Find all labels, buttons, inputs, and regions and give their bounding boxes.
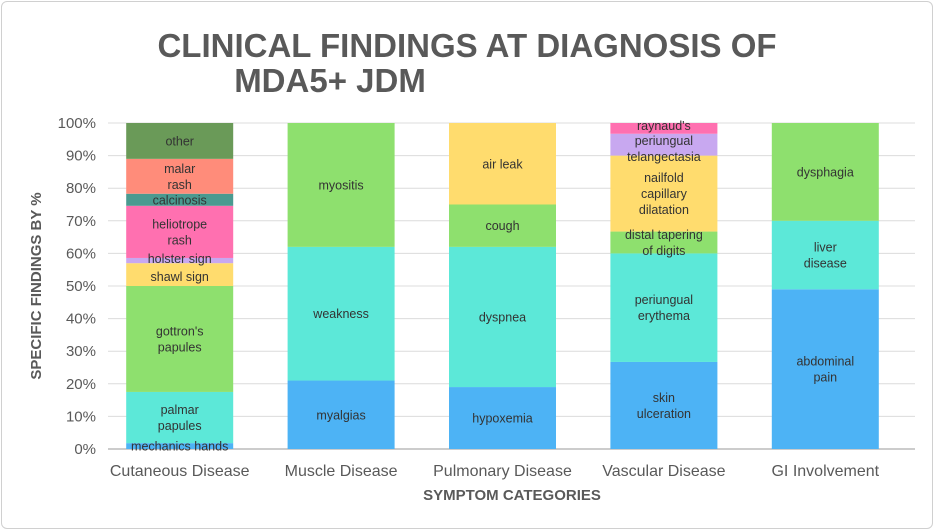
segment-label: mechanics hands (131, 440, 228, 454)
bar-segment (126, 123, 234, 159)
segment-label: periungual (635, 293, 693, 307)
bar-segment (126, 391, 234, 444)
segment-label: periungual (635, 134, 693, 148)
y-tick-label: 90% (66, 148, 96, 165)
y-tick-label: 40% (66, 311, 96, 328)
bar-segment (771, 123, 879, 221)
x-tick-label: Muscle Disease (285, 463, 398, 480)
segment-label: malar (164, 162, 195, 176)
bar-segment (610, 231, 718, 254)
bar-segment (126, 443, 234, 449)
x-tick-label: Cutaneous Disease (110, 463, 250, 480)
segment-label: myalgias (316, 408, 365, 422)
segment-label: dyspnea (479, 310, 526, 324)
bar-segment (126, 193, 234, 206)
segment-label: rash (168, 178, 192, 192)
bar-segment (449, 123, 556, 205)
segment-label: rash (168, 233, 192, 247)
segment-label: dilatation (639, 203, 689, 217)
segment-label: of digits (642, 244, 685, 258)
y-tick-label: 10% (66, 408, 96, 425)
bar-segment (610, 133, 718, 156)
segment-label: dysphagia (797, 165, 854, 179)
bar-segment (449, 246, 556, 388)
segment-label: shawl sign (151, 270, 209, 284)
segment-label: calcinosis (153, 193, 207, 207)
y-tick-label: 20% (66, 376, 96, 393)
segment-label: ulceration (637, 407, 691, 421)
segment-label: gottron's (156, 324, 204, 338)
bar-segment (449, 387, 556, 449)
segment-label: liver (814, 241, 837, 255)
segment-label: other (165, 134, 194, 148)
segment-label: air leak (482, 157, 523, 171)
bar-segment (610, 253, 718, 362)
y-tick-label: 70% (66, 213, 96, 230)
bar-segment (771, 220, 879, 290)
x-tick-label: GI Involvement (771, 463, 879, 480)
x-tick-label: Pulmonary Disease (433, 463, 572, 480)
segment-label: disease (804, 257, 847, 271)
segment-label: weakness (312, 307, 369, 321)
segment-label: heliotrope (152, 217, 207, 231)
bar-segment (287, 380, 395, 449)
bar-segment (126, 158, 234, 194)
y-tick-label: 50% (66, 278, 96, 295)
bar-segment (126, 257, 234, 264)
bar-segment (126, 263, 234, 286)
segment-label: nailfold (644, 171, 684, 185)
chart-title-line-2: MDA5+ JDM (234, 62, 426, 99)
segment-label: skin (653, 391, 675, 405)
x-tick-label: Vascular Disease (602, 463, 725, 480)
bar-segment (287, 246, 395, 381)
y-tick-label: 30% (66, 343, 96, 360)
y-tick-label: 100% (58, 115, 96, 132)
segment-label: papules (158, 419, 202, 433)
bar-segment (287, 123, 395, 247)
bar-segment (610, 123, 718, 134)
y-tick-label: 60% (66, 245, 96, 262)
y-axis-title: SPECIFIC FINDINGS BY % (28, 192, 45, 379)
bar-segment (610, 361, 718, 449)
segment-label: holster sign (148, 252, 212, 266)
y-tick-label: 0% (74, 441, 96, 458)
segment-label: papules (158, 340, 202, 354)
bar-segment (771, 289, 879, 449)
segment-label: cough (485, 219, 519, 233)
bar-segment (126, 205, 234, 258)
segment-label: palmar (161, 403, 199, 417)
segment-label: erythema (638, 309, 690, 323)
y-tick-label: 80% (66, 180, 96, 197)
segment-label: raynaud's (637, 119, 691, 133)
segment-label: capillary (641, 187, 688, 201)
segment-label: abdominal (796, 355, 854, 369)
segment-label: hypoxemia (472, 412, 532, 426)
segment-label: distal tapering (625, 228, 703, 242)
x-axis-title: SYMPTOM CATEGORIES (423, 487, 601, 504)
bar-segment (126, 286, 234, 392)
segment-label: myositis (319, 178, 364, 192)
segment-label: pain (813, 371, 837, 385)
chart-title-line-1: CLINICAL FINDINGS AT DIAGNOSIS OF (157, 27, 776, 64)
bar-segment (610, 155, 718, 232)
segment-label: telangectasia (627, 150, 701, 164)
bar-segment (449, 204, 556, 247)
